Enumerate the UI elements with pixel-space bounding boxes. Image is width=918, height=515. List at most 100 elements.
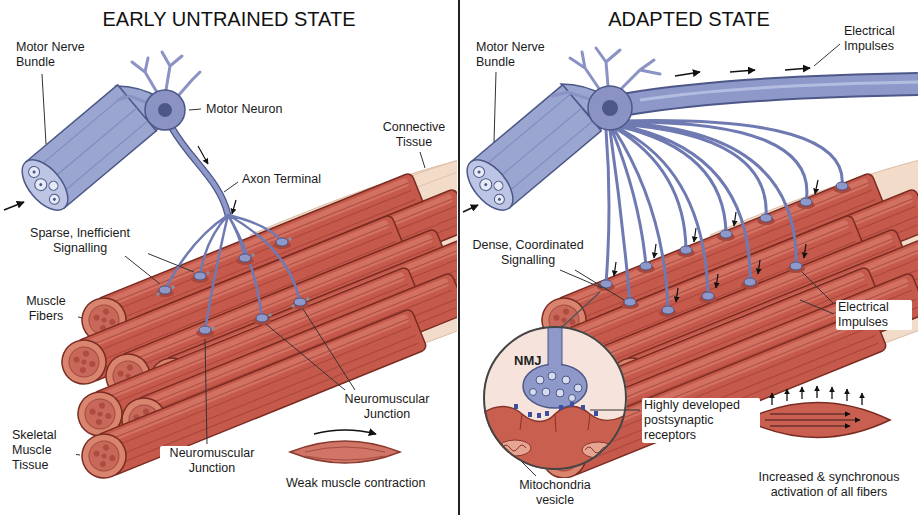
callout-label: Neuromuscular Junction bbox=[160, 446, 264, 476]
label-slot: Motor Neuron bbox=[204, 102, 284, 117]
nerve-bundle bbox=[458, 85, 601, 218]
motor-neuron bbox=[606, 121, 842, 310]
nmj-inset bbox=[549, 356, 561, 370]
axon-terminals bbox=[624, 298, 636, 306]
leader-line bbox=[590, 410, 640, 411]
impulse-arrows bbox=[463, 205, 478, 212]
nerve-bundle bbox=[640, 82, 918, 100]
nerve-bundle bbox=[13, 85, 160, 218]
axon-terminals bbox=[662, 306, 674, 314]
contraction-icon bbox=[846, 389, 847, 401]
flow-arrow bbox=[4, 202, 24, 210]
leader-line bbox=[420, 152, 425, 168]
leader-line bbox=[560, 270, 624, 300]
nmj-inset bbox=[536, 376, 544, 384]
label-slot: Mitochondria vesicle bbox=[505, 478, 605, 508]
axon-terminals bbox=[640, 262, 652, 270]
label-slot: Increased & synchronous activation of al… bbox=[744, 470, 914, 500]
label-slot: Skeletal Muscle Tissue bbox=[10, 428, 76, 473]
inset-circle: NMJ bbox=[480, 323, 630, 473]
contraction-icon bbox=[765, 414, 860, 426]
contraction-icon bbox=[771, 393, 772, 405]
axon-terminals bbox=[720, 230, 732, 238]
leader-line bbox=[189, 109, 201, 110]
nmj-inset bbox=[478, 292, 634, 476]
contraction-icon bbox=[861, 393, 862, 405]
axon-terminals bbox=[306, 297, 310, 301]
contraction-icon bbox=[305, 447, 385, 460]
label-slot: Electrical Impulses bbox=[842, 24, 914, 54]
axon-terminals bbox=[694, 228, 696, 242]
nmj-inset bbox=[556, 389, 564, 397]
axon-terminals bbox=[276, 238, 288, 246]
axon-terminals bbox=[268, 313, 272, 317]
leader-line bbox=[800, 272, 834, 314]
callout-label: Increased & synchronous activation of al… bbox=[744, 470, 914, 500]
leader-line bbox=[205, 339, 207, 444]
label-slot: Connective Tissue bbox=[376, 120, 452, 150]
motor-neuron bbox=[145, 90, 185, 130]
nmj-inset bbox=[562, 292, 600, 327]
nmj-inset bbox=[559, 405, 563, 410]
panel-divider bbox=[459, 0, 460, 515]
label-slot: Sparse, Inefficient Signalling bbox=[12, 226, 148, 256]
motor-neuron bbox=[172, 128, 228, 215]
callout-label: Dense, Coordinated Signalling bbox=[468, 238, 588, 268]
label-slot: Axon Terminal bbox=[240, 172, 323, 187]
impulse-arrows bbox=[675, 72, 700, 76]
motor-neuron bbox=[588, 86, 632, 130]
motor-neuron bbox=[158, 103, 172, 117]
nmj-inset bbox=[523, 364, 587, 408]
axon-terminals bbox=[676, 288, 678, 302]
impulse-arrows bbox=[730, 70, 755, 72]
leader-line bbox=[494, 72, 496, 142]
label-slot: Dense, Coordinated Signalling bbox=[468, 238, 588, 268]
axon-terminals bbox=[159, 238, 306, 334]
contraction-icon bbox=[816, 386, 817, 398]
contraction-icon bbox=[745, 403, 890, 438]
axon-terminals bbox=[165, 215, 300, 330]
callout-label: Axon Terminal bbox=[240, 172, 323, 187]
contraction-icon bbox=[765, 420, 860, 421]
axon-terminals bbox=[156, 241, 309, 337]
label-slot: Neuromuscular Junction bbox=[335, 392, 439, 422]
nmj-inset bbox=[478, 318, 634, 476]
flow-arrow bbox=[232, 200, 236, 214]
contraction-icon bbox=[770, 414, 850, 415]
impulse-arrows bbox=[463, 68, 810, 212]
axon-terminals bbox=[716, 274, 718, 288]
axon-terminals bbox=[836, 182, 848, 190]
axon-terminals bbox=[291, 304, 295, 308]
motor-neuron bbox=[118, 52, 228, 215]
contraction-icon bbox=[770, 426, 850, 427]
nmj-inset bbox=[530, 372, 583, 402]
axon-terminals bbox=[760, 214, 772, 222]
callout-label: Electrical Impulses bbox=[842, 24, 914, 54]
axon-terminals bbox=[600, 182, 848, 314]
label-slot: Motor Nerve Bundle bbox=[14, 40, 96, 70]
axon-terminals bbox=[744, 278, 756, 286]
flow-arrow bbox=[198, 146, 208, 164]
motor-neuron bbox=[552, 48, 842, 310]
contraction-icon bbox=[801, 387, 802, 399]
axon-terminals bbox=[256, 314, 268, 322]
axon-terminals bbox=[294, 298, 306, 306]
axon-terminals bbox=[156, 215, 310, 337]
axon-terminals bbox=[156, 237, 310, 330]
axon-terminals bbox=[199, 326, 211, 334]
nmj-inset bbox=[530, 389, 537, 396]
nmj-inset bbox=[528, 412, 532, 417]
axon-terminals bbox=[614, 180, 818, 302]
nmj-inset bbox=[581, 405, 585, 410]
axon-terminals bbox=[211, 326, 215, 330]
panel-divider bbox=[458, 0, 460, 515]
motor-neuron bbox=[602, 100, 618, 116]
muscle-fibers bbox=[55, 172, 457, 484]
nmj-inset bbox=[594, 411, 598, 416]
callout-label: Skeletal Muscle Tissue bbox=[10, 428, 76, 473]
callout-label: Weak muscle contraction bbox=[284, 476, 427, 491]
callout-label: Sparse, Inefficient Signalling bbox=[12, 226, 148, 256]
axon-terminals bbox=[654, 244, 656, 258]
